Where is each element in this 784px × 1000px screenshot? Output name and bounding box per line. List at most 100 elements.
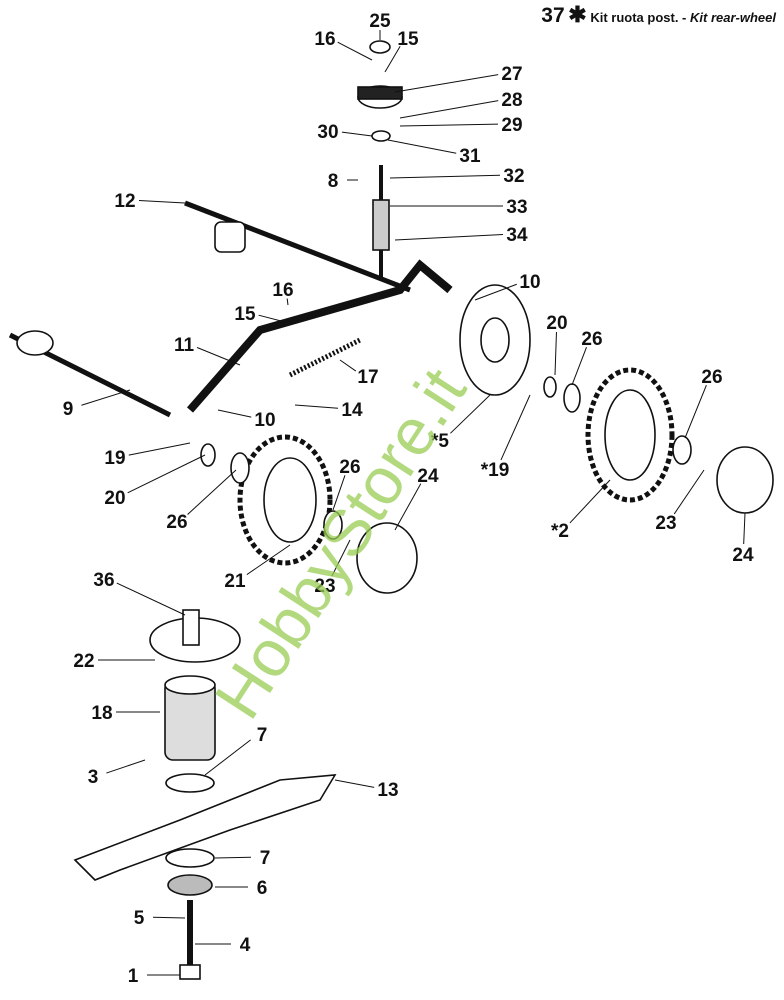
leader-line <box>684 384 707 439</box>
part-number-label: 16 <box>314 29 335 50</box>
part-number-label: 33 <box>506 197 527 218</box>
leader-line <box>394 233 504 241</box>
leader-line <box>554 331 557 376</box>
part-lever <box>186 259 453 413</box>
part-number-label: 7 <box>257 725 268 746</box>
part-number-label: 20 <box>104 488 125 509</box>
part-number-label: 1 <box>128 966 139 987</box>
leader-line <box>332 475 346 511</box>
leader-line <box>331 539 351 577</box>
part-wheel-hub-inner <box>480 317 510 363</box>
part-number-label: 23 <box>314 576 335 597</box>
part-bearing <box>200 443 216 467</box>
part-hubcap-right <box>716 446 774 514</box>
leader-line <box>116 582 186 616</box>
leader-line <box>334 779 375 788</box>
part-bearing <box>563 383 581 413</box>
part-number-label: 28 <box>501 90 522 111</box>
leader-line <box>127 454 206 494</box>
part-hubcap-left <box>356 522 418 594</box>
part-number-label: 24 <box>417 466 439 487</box>
part-number-label: 26 <box>581 329 602 350</box>
part-number-label: 15 <box>234 304 256 325</box>
part-number-label: 18 <box>91 703 112 724</box>
kit-text-it: Kit ruota post. - <box>590 10 687 25</box>
part-number-label: 30 <box>317 122 338 143</box>
part-number-label: 9 <box>63 399 74 420</box>
part-number-label: 6 <box>257 878 268 899</box>
part-number-label: 15 <box>397 29 419 50</box>
leader-line <box>569 479 611 524</box>
part-number-label: 12 <box>114 191 135 212</box>
leader-line <box>286 298 289 306</box>
part-number-label: 21 <box>224 571 246 592</box>
part-number-label: 23 <box>655 513 676 534</box>
part-number-label: 29 <box>501 115 522 136</box>
part-washer-7b <box>165 848 215 868</box>
part-bolt-head <box>179 964 201 980</box>
part-bearing <box>543 376 557 398</box>
leader-line <box>196 347 241 366</box>
leader-line <box>387 139 457 154</box>
kit-number: 37 <box>541 4 565 27</box>
part-spring-17 <box>288 337 362 378</box>
part-number-label: 26 <box>701 367 722 388</box>
part-number-label: *2 <box>551 521 569 542</box>
part-number-label: 3 <box>88 767 99 788</box>
part-wheel-right-rim <box>604 389 656 481</box>
leader-line <box>337 41 373 61</box>
part-washer <box>371 130 391 142</box>
part-number-label: 32 <box>503 166 524 187</box>
part-spring <box>372 199 390 251</box>
leader-line <box>673 469 705 515</box>
part-number-label: 10 <box>254 410 275 431</box>
leader-line <box>81 389 131 406</box>
leader-line <box>204 739 251 776</box>
leader-line <box>399 100 499 119</box>
part-number-label: *19 <box>481 460 510 481</box>
part-number-label: 13 <box>377 780 398 801</box>
part-number-label: 25 <box>369 11 391 32</box>
kit-note: 37 ✱ Kit ruota post. - Kit rear-wheel <box>541 2 776 28</box>
part-number-label: 8 <box>328 171 339 192</box>
part-adapter-top <box>164 675 216 695</box>
part-number-label: 16 <box>272 280 293 301</box>
part-number-label: 24 <box>732 545 754 566</box>
part-number-label: 11 <box>174 335 195 356</box>
part-bearing <box>323 510 343 540</box>
part-number-label: 19 <box>104 448 125 469</box>
leader-line <box>138 200 186 204</box>
part-number-label: 4 <box>240 935 251 956</box>
part-number-label: 36 <box>93 570 114 591</box>
part-number-label: 26 <box>166 512 187 533</box>
leader-line <box>294 404 339 409</box>
leader-line <box>217 409 252 418</box>
leader-line <box>152 916 186 919</box>
leader-line <box>187 469 237 515</box>
asterisk-icon: ✱ <box>568 2 587 27</box>
part-number-label: 22 <box>73 651 94 672</box>
part-blade <box>73 774 337 881</box>
leader-line <box>384 46 401 73</box>
part-support-6 <box>167 874 213 896</box>
leader-line <box>389 174 501 179</box>
leader-line <box>394 74 499 93</box>
part-shaft-36 <box>182 609 200 646</box>
part-number-label: 17 <box>357 367 378 388</box>
part-washer-7 <box>165 773 215 793</box>
leader-line <box>474 283 517 301</box>
part-shaft-12 <box>184 200 411 293</box>
leader-line <box>258 314 286 323</box>
leader-line <box>106 759 146 774</box>
leader-line <box>128 442 191 456</box>
part-number-label: 7 <box>260 848 271 869</box>
part-number-label: 10 <box>519 272 540 293</box>
leader-line <box>450 394 491 434</box>
part-bearing <box>230 452 250 484</box>
part-number-label: 31 <box>459 146 481 167</box>
leader-line <box>214 856 252 859</box>
leader-line <box>399 123 499 127</box>
kit-text-en: Kit rear-wheel <box>690 10 776 25</box>
